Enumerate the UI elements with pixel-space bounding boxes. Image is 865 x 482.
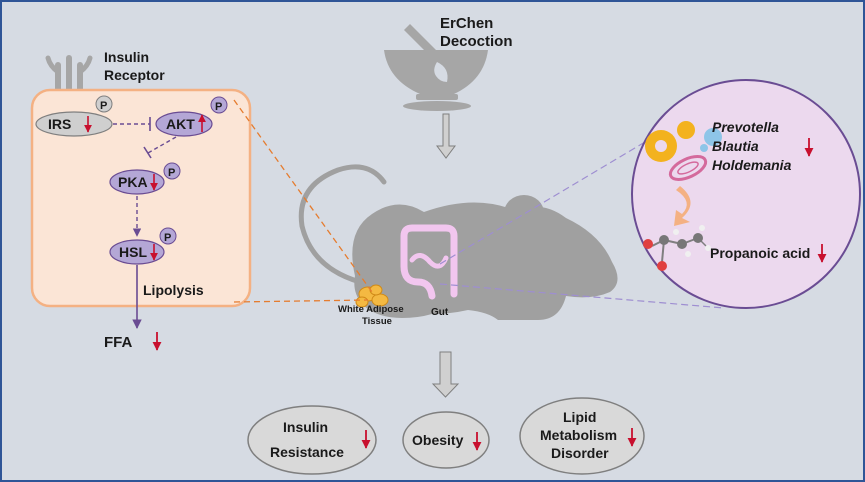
microbe-blautia: Blautia — [712, 138, 759, 154]
hsl-phospho-badge — [159, 227, 177, 245]
decoction-label-line2: Decoction — [440, 33, 513, 50]
microbe-prevotella: Prevotella — [712, 119, 779, 135]
gut-icon — [400, 224, 458, 300]
insulin-resistance-line1: Insulin — [283, 419, 328, 435]
irs-phospho-label: P — [100, 100, 107, 112]
irs-phospho-badge — [95, 95, 113, 113]
mouse-to-outcomes-arrow — [431, 351, 460, 398]
microbe-to-metabolite-arrow — [674, 186, 691, 226]
propanoic-acid-molecule-icon — [643, 225, 711, 271]
hsl-label: HSL — [119, 244, 147, 260]
insulin-resistance-line2: Resistance — [270, 444, 344, 460]
lipolysis-label: Lipolysis — [143, 282, 204, 298]
obesity-label: Obesity — [412, 432, 464, 448]
bacteria-icon — [645, 121, 722, 181]
irs-node — [35, 111, 113, 137]
mortar-pestle-icon — [384, 24, 488, 111]
hsl-phospho-label: P — [164, 232, 171, 244]
zoom-line-gut-top — [439, 119, 683, 265]
receptor-label-line2: Receptor — [104, 67, 165, 83]
ffa-label: FFA — [104, 334, 132, 351]
pka-phospho-badge — [163, 162, 181, 180]
zoom-line-cell-bottom — [233, 299, 369, 303]
outcome-lipid-disorder — [519, 397, 645, 475]
adipocyte-cell — [30, 88, 252, 308]
outcome-obesity — [402, 411, 490, 469]
akt-label: AKT — [166, 116, 195, 132]
decoction-to-mouse-arrow — [436, 113, 456, 159]
adipose-label-line2: Tissue — [362, 316, 392, 327]
outcome-insulin-resistance — [247, 405, 377, 475]
microbiota-zoom-circle — [631, 79, 861, 309]
gut-label: Gut — [431, 307, 449, 318]
pka-label: PKA — [118, 174, 148, 190]
lipid-disorder-line3: Disorder — [551, 445, 609, 461]
lipid-disorder-line2: Metabolism — [540, 427, 617, 443]
microbe-holdemania: Holdemania — [712, 157, 792, 173]
pka-phospho-label: P — [168, 167, 175, 179]
mouse-silhouette — [352, 195, 618, 320]
akt-phospho-label: P — [215, 101, 222, 113]
akt-pka-inhibition — [147, 136, 177, 154]
receptor-label-line1: Insulin — [104, 49, 149, 65]
irs-label: IRS — [48, 116, 71, 132]
zoom-line-gut-bottom — [439, 283, 725, 309]
decoction-label-line1: ErChen — [440, 15, 493, 32]
akt-phospho-badge — [210, 96, 228, 114]
inhibition-bar-2 — [143, 146, 152, 159]
propanoic-acid-label: Propanoic acid — [710, 245, 810, 261]
lipid-disorder-line1: Lipid — [563, 409, 596, 425]
adipose-label-line1: White Adipose — [338, 304, 404, 315]
